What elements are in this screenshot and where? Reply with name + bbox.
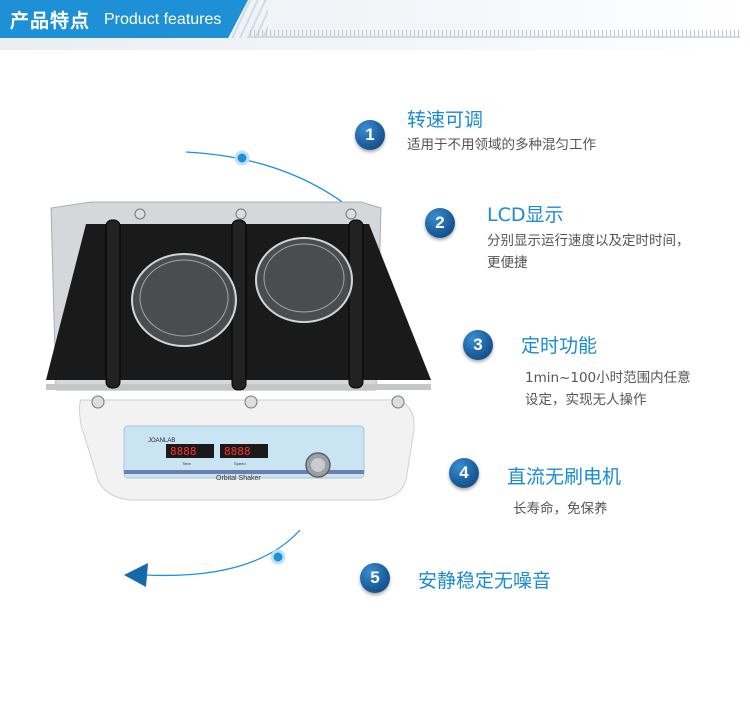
feature-title: LCD显示 [487,204,564,226]
display-right-digits: 8888 [224,445,251,458]
feature-title: 定时功能 [521,335,598,357]
feature-number-badge: 1 [355,120,385,150]
header-ruler-ticks [250,30,740,38]
feature-desc-line: 适用于不用领域的多种混匀工作 [407,137,596,153]
feature-title: 转速可调 [407,109,484,131]
petri-dish-left-inner [139,259,229,337]
feature-desc-line: 更便捷 [487,255,528,271]
screw [235,208,247,220]
feature-desc-line: 分别显示运行速度以及定时时间， [487,233,690,249]
device-model-label: Orbital Shaker [216,475,261,482]
feature-number-badge: 4 [449,458,479,488]
header-tab [0,0,248,38]
display-left [166,444,214,458]
screw [91,395,105,409]
display-left-digits: 8888 [170,445,197,458]
petri-dish-right-inner [263,243,345,313]
feature-title: 安静稳定无噪音 [418,570,552,592]
feature-desc-line: 1min~100小时范围内任意 [525,370,691,386]
speed-caption: Speed [234,461,246,466]
display-right [220,444,268,458]
orbital-shaker-image: JOANLAB 8888 8888 Time Speed Orbital Sha… [46,201,431,501]
petri-dish-left [131,253,237,347]
arc-lower [144,529,301,577]
header-ruler [248,36,740,38]
roller-left [105,219,121,389]
screw [345,208,357,220]
feature-number-badge: 5 [360,563,390,593]
time-caption: Time [182,461,192,466]
header-title-en: Product features [104,11,222,28]
roller-right [348,219,364,389]
screw [391,395,405,409]
screw [244,395,258,409]
screw [134,208,146,220]
arc-dot-upper [234,150,250,166]
feature-number-badge: 3 [463,330,493,360]
feature-number-badge: 2 [425,208,455,238]
roller-middle [231,219,247,391]
feature-desc-line: 设定，实现无人操作 [525,392,647,408]
speed-knob-cap [311,458,325,472]
header-banner: 产品特点 Product features [0,0,750,50]
feature-title: 直流无刷电机 [507,466,622,488]
petri-dish-right [255,237,353,323]
feature-desc-line: 长寿命，免保养 [513,501,608,517]
panel-stripe [124,470,364,474]
brand-label: JOANLAB [148,438,175,444]
arc-dot-lower [270,549,286,565]
header-title-cn: 产品特点 [10,10,91,32]
arc-arrowhead [124,563,148,587]
